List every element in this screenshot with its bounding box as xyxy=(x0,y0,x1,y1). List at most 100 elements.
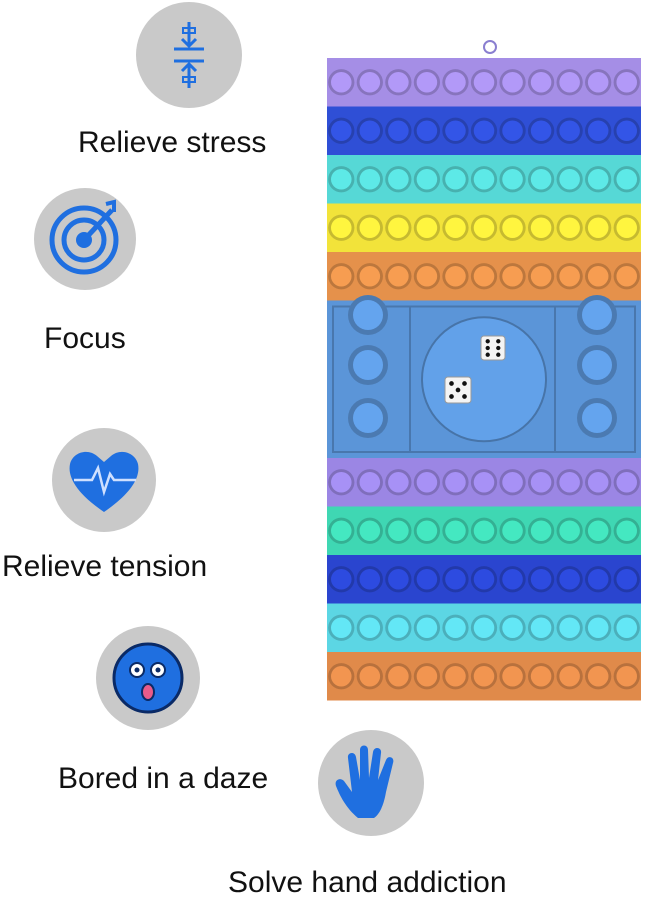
pop-bubble-dome xyxy=(559,568,580,590)
die-pip xyxy=(462,381,467,386)
pop-bubble-dome xyxy=(502,665,523,687)
pop-bubble-dome xyxy=(445,265,466,287)
pop-bubble xyxy=(585,663,612,690)
pop-bubble xyxy=(556,263,583,290)
side-bubble-dome xyxy=(582,350,612,380)
pop-bubble xyxy=(556,566,583,593)
pop-bubble-dome xyxy=(473,471,495,493)
pop-bubble xyxy=(442,517,469,544)
pop-bubble-dome xyxy=(587,265,609,287)
pop-bubble xyxy=(356,517,383,544)
pop-bubble xyxy=(470,69,498,96)
pop-bubble-dome xyxy=(530,520,552,542)
pop-bubble xyxy=(499,214,526,241)
pop-bubble xyxy=(356,166,383,193)
bubble-row xyxy=(327,58,641,107)
pop-bubble-dome xyxy=(587,665,609,687)
pop-bubble-dome xyxy=(559,617,580,639)
pop-bubble-dome xyxy=(330,568,352,590)
pop-bubble-dome xyxy=(473,217,495,239)
pop-bubble xyxy=(385,614,412,641)
pop-bubble-dome xyxy=(502,520,523,542)
pop-bubble-dome xyxy=(559,520,580,542)
pop-bubble-dome xyxy=(616,665,638,687)
pop-bubble-dome xyxy=(388,568,409,590)
game-panel-border xyxy=(332,305,636,453)
pop-bubble xyxy=(385,517,412,544)
pop-bubble-dome xyxy=(530,471,552,493)
pop-bubble-dome xyxy=(530,617,552,639)
pop-bubble-dome xyxy=(445,617,466,639)
compress-arrows-icon xyxy=(174,22,204,88)
pop-bubble xyxy=(328,69,355,96)
pop-bubble xyxy=(442,263,469,290)
pop-bubble-dome xyxy=(530,665,552,687)
die-pip xyxy=(496,352,501,357)
pop-bubble xyxy=(585,469,612,496)
pop-bubble xyxy=(527,69,555,96)
pop-bubble-dome xyxy=(473,168,495,190)
hand-addiction-icon-badge xyxy=(318,730,424,836)
pop-bubble xyxy=(413,469,441,496)
pop-bubble xyxy=(413,263,441,290)
pop-bubble-dome xyxy=(330,471,352,493)
pop-bubble xyxy=(442,663,469,690)
pop-bubble-dome xyxy=(416,471,438,493)
pop-bubble-dome xyxy=(388,617,409,639)
pop-bubble-dome xyxy=(559,168,580,190)
pop-bubble-dome xyxy=(445,568,466,590)
pop-bubble-dome xyxy=(616,265,638,287)
pop-bubble-dome xyxy=(416,168,438,190)
pop-bubble xyxy=(356,69,383,96)
side-bubble-dome xyxy=(353,403,383,433)
pop-bubble-dome xyxy=(530,120,552,142)
pop-bubble xyxy=(527,166,555,193)
pop-bubble-dome xyxy=(502,120,523,142)
pop-bubble xyxy=(442,566,469,593)
pop-bubble xyxy=(556,614,583,641)
feature-label-bored: Bored in a daze xyxy=(58,762,269,795)
relieve-tension-icon-badge xyxy=(52,428,156,532)
die-pip xyxy=(449,394,454,399)
pop-bubble xyxy=(527,566,555,593)
pop-bubble-dome xyxy=(416,617,438,639)
dice-dome xyxy=(421,316,547,443)
pop-bubble xyxy=(585,517,612,544)
bubble-row xyxy=(327,203,641,252)
pop-bubble xyxy=(413,117,441,144)
pop-bubble-dome xyxy=(616,617,638,639)
bubble-row xyxy=(327,458,641,507)
pop-bubble-dome xyxy=(388,471,409,493)
pop-bubble xyxy=(527,263,555,290)
pop-bubble xyxy=(328,166,355,193)
pop-bubble-dome xyxy=(530,71,552,93)
hand-icon xyxy=(335,745,394,818)
pop-bubble-dome xyxy=(359,168,381,190)
pop-bubble xyxy=(442,166,469,193)
pop-bubble xyxy=(328,517,355,544)
pop-bubble xyxy=(585,614,612,641)
pop-bubble-dome xyxy=(330,265,352,287)
die-pip xyxy=(462,394,467,399)
side-bubble-dome xyxy=(353,350,383,380)
pop-bubble-dome xyxy=(416,71,438,93)
pop-bubble xyxy=(556,517,583,544)
pop-bubble-dome xyxy=(502,71,523,93)
pop-bubble-dome xyxy=(587,568,609,590)
bubble-row xyxy=(327,252,641,301)
side-bubble xyxy=(577,295,617,335)
pop-bubble xyxy=(499,663,526,690)
pop-bubble-dome xyxy=(559,120,580,142)
pop-bubble xyxy=(613,517,640,544)
pop-bubble-dome xyxy=(359,471,381,493)
pop-bubble-dome xyxy=(359,617,381,639)
pop-bubble xyxy=(413,214,441,241)
pop-bubble xyxy=(556,663,583,690)
pop-bubble xyxy=(385,69,412,96)
pop-bubble-dome xyxy=(388,520,409,542)
pop-bubble-dome xyxy=(530,265,552,287)
pop-bubble-dome xyxy=(416,665,438,687)
die-pip xyxy=(449,381,454,386)
pop-bubble xyxy=(585,166,612,193)
pop-bubble xyxy=(527,214,555,241)
